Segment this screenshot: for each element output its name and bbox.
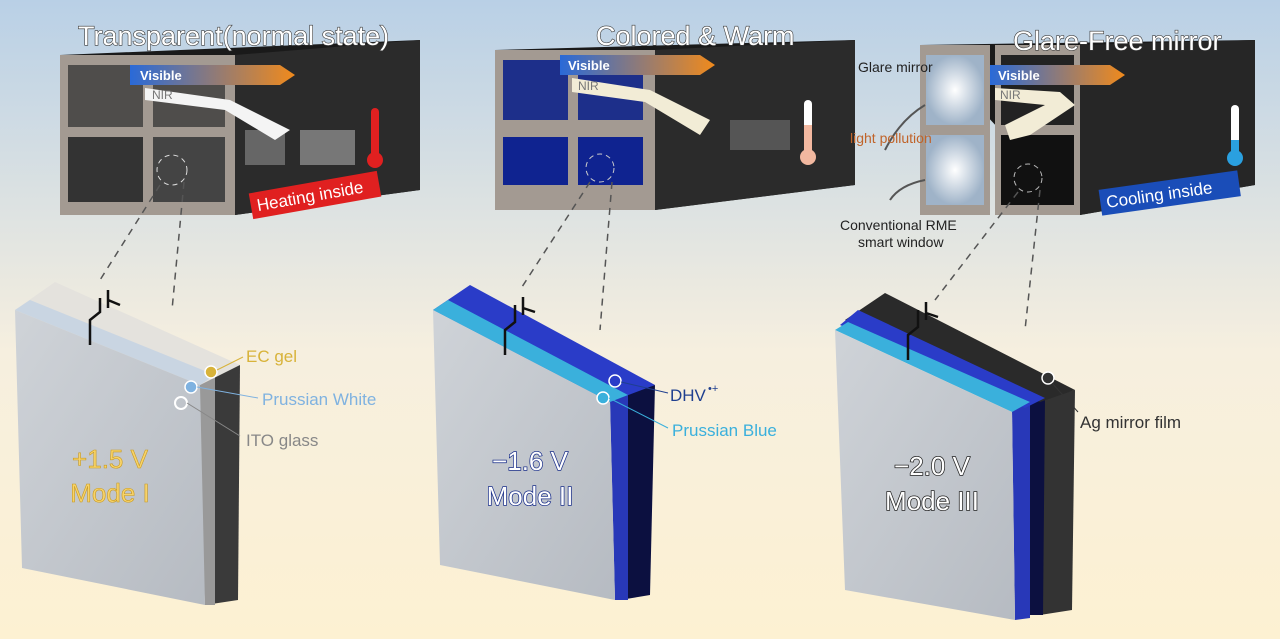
visible-label: Visible [568,58,610,73]
conventional-label-1: Conventional RME [840,217,957,233]
dhv-superscript: •+ [708,383,718,395]
voltage-mode-3: −2.0 V [894,451,971,481]
thermometer-warm-icon [804,125,812,155]
prussian-white-label: Prussian White [262,390,376,409]
mode-1-label: Mode I [70,478,150,508]
heating-badge [248,170,382,220]
voltage-mode-1: +1.5 V [72,444,149,474]
mode-2-label: Mode II [487,481,574,511]
room-colored: Visible NIR Colored & Warm [495,20,855,210]
nir-label: NIR [1000,88,1021,102]
visible-arrow [130,65,295,85]
visible-label: Visible [140,68,182,83]
visible-label: Visible [998,68,1040,83]
room-transparent: Visible NIR Heating inside Transparent(n… [60,20,420,220]
cooling-badge [1098,170,1241,216]
title-mirror: Glare-Free mirror [1013,26,1222,56]
dhv-label: DHV [670,386,707,405]
zoom-connectors [99,181,1041,331]
nir-arrow [145,88,290,140]
nir-label: NIR [578,79,599,93]
ec-gel-label: EC gel [246,347,297,366]
nir-label: NIR [152,88,173,102]
room-mirror: Visible NIR Glare mirror light pollution… [840,25,1255,250]
prussian-blue-label: Prussian Blue [672,421,777,440]
zoom-circle [156,154,188,186]
light-pollution-label: light pollution [850,130,932,146]
thermometer-hot-icon [371,108,379,158]
panel-mode-3: Ag mirror film −2.0 V Mode III [835,293,1181,620]
title-transparent: Transparent(normal state) [78,21,389,51]
title-colored: Colored & Warm [596,21,795,51]
panel-mode-2: DHV •+ Prussian Blue −1.6 V Mode II [433,285,777,600]
glare-mirror-label: Glare mirror [858,59,933,75]
conventional-label-2: smart window [858,234,944,250]
mode-3-label: Mode III [885,486,979,516]
voltage-mode-2: −1.6 V [492,446,569,476]
thermometer-cool-icon [1231,140,1239,155]
ag-mirror-label: Ag mirror film [1080,413,1181,432]
voltage-source-icon [88,290,121,345]
panel-mode-1: EC gel Prussian White ITO glass +1.5 V M… [15,282,376,605]
ito-glass-label: ITO glass [246,431,318,450]
